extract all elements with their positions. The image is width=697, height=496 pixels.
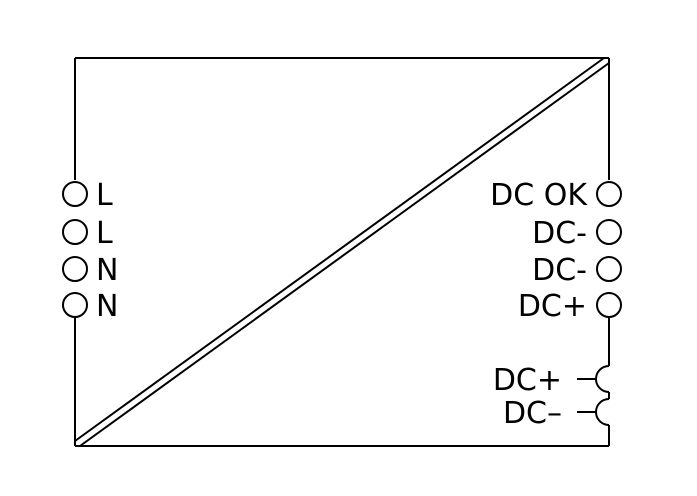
terminal-label: L [96, 178, 113, 213]
output-connector-dc-minus: DC– [503, 396, 610, 431]
output-connector-dc-plus: DC+ [493, 363, 610, 398]
terminal-label: L [96, 216, 113, 251]
terminal-circle [62, 256, 88, 282]
converter-diagonal-line-2 [79, 62, 610, 447]
terminal-label: DC OK [490, 178, 588, 213]
terminal-circle [596, 256, 622, 282]
terminal-circle [62, 181, 88, 207]
terminal-circle [62, 219, 88, 245]
connector-label: DC– [503, 396, 562, 431]
terminal-label: N [96, 289, 118, 324]
connector-arc [595, 365, 610, 393]
converter-diagonal-line-1 [74, 57, 605, 442]
terminal-label: DC+ [518, 289, 587, 324]
terminal-dc-ok: DC OK [490, 178, 622, 213]
connector-arc [595, 398, 610, 426]
terminal-circle [596, 181, 622, 207]
terminal-circle [596, 292, 622, 318]
terminal-label: DC- [532, 216, 587, 251]
terminal-dc-minus-2: DC- [532, 253, 622, 288]
terminal-circle [62, 292, 88, 318]
terminal-dc-plus: DC+ [518, 289, 622, 324]
terminal-dc-minus-1: DC- [532, 216, 622, 251]
terminal-label: DC- [532, 253, 587, 288]
terminal-input-1: L [62, 178, 113, 213]
terminal-input-3: N [62, 253, 118, 288]
terminal-input-2: L [62, 216, 113, 251]
terminal-label: N [96, 253, 118, 288]
connector-label: DC+ [493, 363, 562, 398]
terminal-circle [596, 219, 622, 245]
terminal-input-4: N [62, 289, 118, 324]
